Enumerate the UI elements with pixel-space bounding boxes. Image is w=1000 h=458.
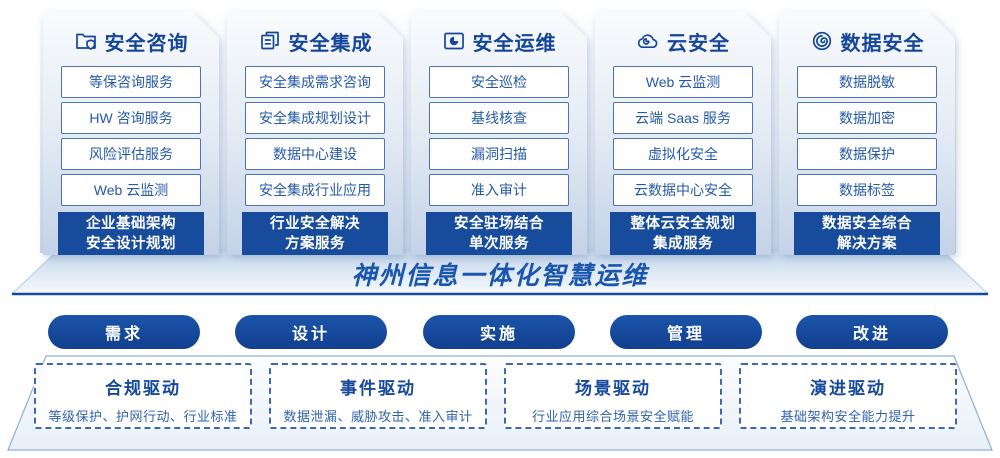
service-item: 数据脱敏	[797, 66, 937, 98]
process-pill-demand: 需求	[48, 315, 200, 349]
driver-desc: 基础架构安全能力提升	[780, 409, 916, 424]
card-title: 安全运维	[472, 32, 557, 55]
service-item: 风险评估服务	[61, 138, 201, 170]
card-header: 云安全	[595, 12, 771, 54]
driver-box-scenario: 场景驱动 行业应用综合场景安全赋能	[504, 363, 722, 429]
service-item: 数据标签	[797, 174, 937, 206]
service-card-integration: 安全集成 安全集成需求咨询 安全集成规划设计 数据中心建设 安全集成行业应用 行…	[227, 12, 403, 255]
card-header: 安全集成	[227, 12, 403, 54]
driver-box-event: 事件驱动 数据泄漏、威胁攻击、准入审计	[269, 363, 487, 429]
service-item: Web 云监测	[61, 174, 201, 206]
service-item: 安全集成需求咨询	[245, 66, 385, 98]
highlight-service: 整体云安全规划 集成服务	[610, 212, 756, 256]
folder-pie-icon	[442, 29, 466, 53]
process-pill-manage: 管理	[610, 315, 762, 349]
driver-title: 演进驱动	[810, 379, 886, 398]
card-title: 数据安全	[840, 32, 925, 55]
driver-box-compliance: 合规驱动 等级保护、护网行动、行业标准	[34, 363, 252, 429]
driver-title: 合规驱动	[105, 379, 181, 398]
service-card-data-security: 数据安全 数据脱敏 数据加密 数据保护 数据标签 数据安全综合 解决方案	[779, 12, 955, 255]
service-item: 安全集成行业应用	[245, 174, 385, 206]
driver-desc: 等级保护、护网行动、行业标准	[48, 409, 238, 424]
service-item: 云端 Saas 服务	[613, 102, 753, 134]
banner-title: 神州信息一体化智慧运维	[351, 262, 649, 290]
service-card-cloud: 云安全 Web 云监测 云端 Saas 服务 虚拟化安全 云数据中心安全 整体云…	[595, 12, 771, 255]
highlight-service: 企业基础架构 安全设计规划	[58, 212, 204, 256]
service-item: 准入审计	[429, 174, 569, 206]
service-item: 等保咨询服务	[61, 66, 201, 98]
service-card-consulting: 安全咨询 等保咨询服务 HW 咨询服务 风险评估服务 Web 云监测 企业基础架…	[43, 12, 219, 255]
process-pill-improve: 改进	[796, 315, 948, 349]
driver-title: 事件驱动	[340, 379, 416, 398]
driver-title: 场景驱动	[575, 379, 651, 398]
driver-desc: 行业应用综合场景安全赋能	[531, 409, 694, 424]
service-item: 云数据中心安全	[613, 174, 753, 206]
cloud-icon	[636, 29, 660, 53]
card-title: 云安全	[667, 32, 730, 55]
service-card-operations: 安全运维 安全巡检 基线核查 漏洞扫描 准入审计 安全驻场结合 单次服务	[411, 12, 587, 255]
card-header: 安全运维	[411, 12, 587, 54]
driver-box-evolution: 演进驱动 基础架构安全能力提升	[739, 363, 957, 429]
highlight-service: 行业安全解决 方案服务	[242, 212, 388, 256]
driver-desc: 数据泄漏、威胁攻击、准入审计	[283, 409, 473, 424]
card-header: 安全咨询	[43, 12, 219, 54]
card-title: 安全集成	[288, 32, 373, 55]
copy-docs-icon	[258, 29, 282, 53]
data-spiral-icon	[810, 29, 834, 53]
service-item: Web 云监测	[613, 66, 753, 98]
process-pill-design: 设计	[235, 315, 387, 349]
service-item: 数据中心建设	[245, 138, 385, 170]
service-item: 安全巡检	[429, 66, 569, 98]
highlight-service: 数据安全综合 解决方案	[794, 212, 940, 256]
service-item: 安全集成规划设计	[245, 102, 385, 134]
highlight-service: 安全驻场结合 单次服务	[426, 212, 572, 256]
service-item: 虚拟化安全	[613, 138, 753, 170]
card-title: 安全咨询	[104, 32, 189, 55]
folder-shield-icon	[74, 29, 98, 53]
service-item: 基线核查	[429, 102, 569, 134]
service-item: 数据加密	[797, 102, 937, 134]
service-item: 漏洞扫描	[429, 138, 569, 170]
service-item: HW 咨询服务	[61, 102, 201, 134]
card-header: 数据安全	[779, 12, 955, 54]
process-pill-implement: 实施	[423, 315, 575, 349]
service-item: 数据保护	[797, 138, 937, 170]
